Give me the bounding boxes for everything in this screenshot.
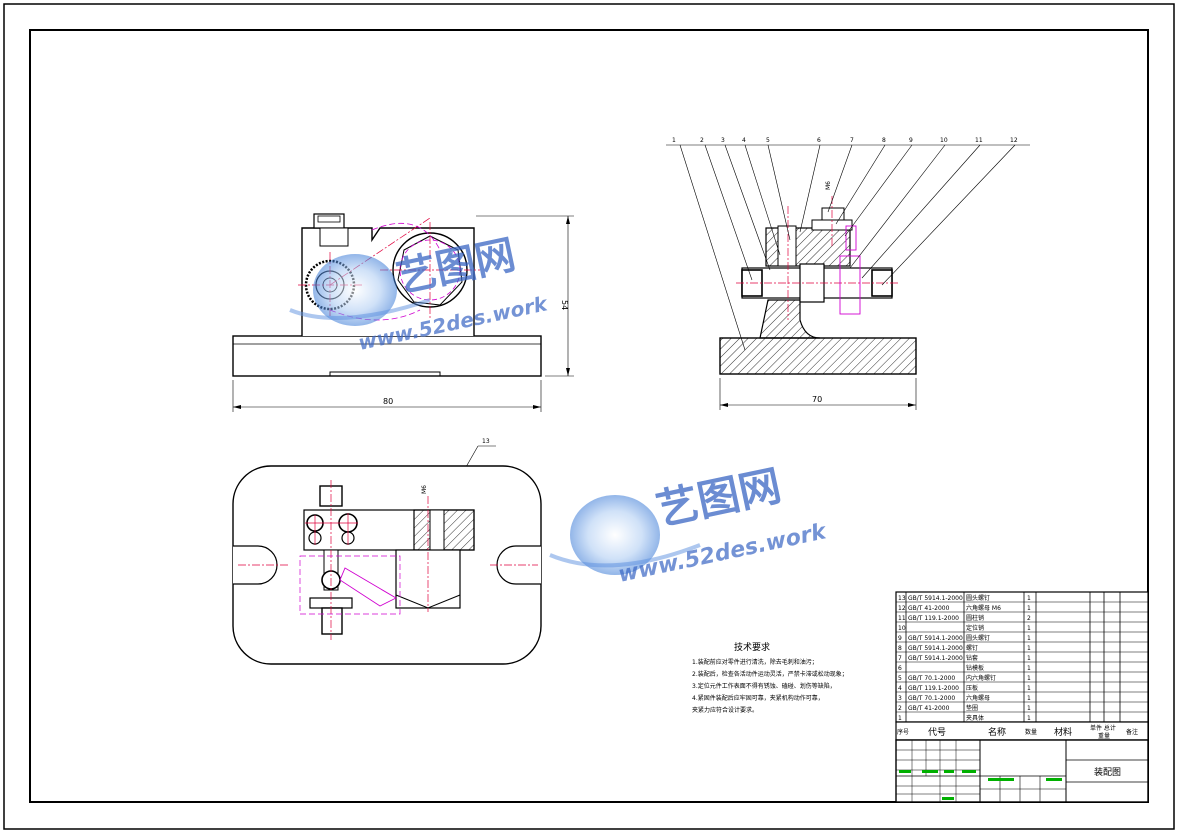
outer-border bbox=[3, 3, 1175, 830]
bom-row-qty: 1 bbox=[1027, 605, 1031, 612]
part-no-11: 11 bbox=[975, 137, 983, 144]
bom-row-no: 3 bbox=[898, 695, 902, 702]
bom-row-name: 内六角螺钉 bbox=[966, 674, 996, 682]
bom-header-code: 代号 bbox=[928, 727, 946, 738]
dim-front-width: 80 bbox=[383, 397, 393, 406]
bom-row-qty: 1 bbox=[1027, 695, 1031, 702]
bom-row-code: GB/T 119.1-2000 bbox=[908, 615, 959, 622]
bom-header-no: 序号 bbox=[897, 728, 909, 736]
bom-row-name: 钻模板 bbox=[966, 664, 984, 672]
bom-row-name: 螺钉 bbox=[966, 644, 978, 652]
bom-row-qty: 1 bbox=[1027, 685, 1031, 692]
bom-row-no: 11 bbox=[898, 615, 906, 622]
part-no-6: 6 bbox=[817, 137, 821, 144]
bom-row-name: 定位销 bbox=[966, 624, 984, 632]
bom-row-qty: 1 bbox=[1027, 655, 1031, 662]
bom-row-code: GB/T 41-2000 bbox=[908, 605, 950, 612]
tech-line-5: 夹紧力应符合设计要求。 bbox=[692, 706, 758, 714]
bom-row-code: GB/T 5914.1-2000 bbox=[908, 655, 963, 662]
bom-rows bbox=[896, 601, 1148, 713]
bom-row-code: GB/T 41-2000 bbox=[908, 705, 950, 712]
tech-requirements: 技术要求 1.装配前应对零件进行清洗，除去毛刺和油污； 2.装配后，检查各活动件… bbox=[692, 641, 848, 714]
bom-row-code: GB/T 119.1-2000 bbox=[908, 685, 959, 692]
part-no-4: 4 bbox=[742, 137, 746, 144]
tech-title: 技术要求 bbox=[734, 641, 770, 653]
bom-row-qty: 1 bbox=[1027, 645, 1031, 652]
dim-side-width: 70 bbox=[812, 395, 822, 404]
part-no-7: 7 bbox=[850, 137, 854, 144]
side-view: 70 M6 bbox=[719, 181, 917, 410]
part-no-13: 13 bbox=[482, 438, 490, 445]
bom-row-no: 8 bbox=[898, 645, 902, 652]
tech-line-4: 4.紧固件装配后应牢固可靠，夹紧机构动作可靠， bbox=[692, 694, 824, 702]
bom-header-name: 名称 bbox=[988, 726, 1006, 738]
bom-header-weight: 单件 总计 bbox=[1090, 724, 1116, 732]
part-no-5: 5 bbox=[766, 137, 770, 144]
inner-frame bbox=[29, 29, 1149, 803]
bom-row-name: 夹具体 bbox=[966, 714, 984, 722]
part-no-8: 8 bbox=[882, 137, 886, 144]
top-view: M6 bbox=[232, 465, 542, 665]
dim-front-height: 54 bbox=[560, 300, 569, 310]
bom-row-code: GB/T 70.1-2000 bbox=[908, 675, 955, 682]
bom-row-qty: 1 bbox=[1027, 635, 1031, 642]
part-no-1: 1 bbox=[672, 137, 676, 144]
bom-row-name: 垫圈 bbox=[966, 704, 978, 712]
bom-row-code: GB/T 5914.1-2000 bbox=[908, 595, 963, 602]
bom-table bbox=[895, 591, 1149, 740]
bom-row-no: 7 bbox=[898, 655, 902, 662]
bom-row-name: 圆柱销 bbox=[966, 614, 984, 622]
title-block bbox=[895, 739, 1149, 803]
bom-row-qty: 1 bbox=[1027, 665, 1031, 672]
bom-row-qty: 1 bbox=[1027, 595, 1031, 602]
part-no-9: 9 bbox=[909, 137, 913, 144]
watermark-2: 艺图网 www.52des.work bbox=[549, 461, 830, 588]
bom-header-weight2: 重量 bbox=[1098, 732, 1110, 740]
bom-row-qty: 1 bbox=[1027, 625, 1031, 632]
bom-header-material: 材料 bbox=[1054, 726, 1072, 738]
bom-row-no: 9 bbox=[898, 635, 902, 642]
bom-row-code: GB/T 5914.1-2000 bbox=[908, 635, 963, 642]
bom-row-no: 10 bbox=[898, 625, 906, 632]
drawing-title: 装配图 bbox=[1094, 766, 1121, 778]
bom-row-no: 4 bbox=[898, 685, 902, 692]
bom-row-no: 12 bbox=[898, 605, 906, 612]
bom-header-remark: 备注 bbox=[1126, 728, 1138, 736]
bom-row-qty: 1 bbox=[1027, 715, 1031, 722]
bom-header-qty: 数量 bbox=[1025, 728, 1037, 736]
bom-row-name: 压板 bbox=[966, 684, 978, 692]
bom-row-name: 钻套 bbox=[966, 654, 978, 662]
bom-row-no: 5 bbox=[898, 675, 902, 682]
bom-row-name: 圆头螺钉 bbox=[966, 594, 990, 602]
part-no-12: 12 bbox=[1010, 137, 1018, 144]
dim-top-thread: M6 bbox=[421, 485, 428, 494]
bom-row-qty: 1 bbox=[1027, 675, 1031, 682]
bom-row-no: 6 bbox=[898, 665, 902, 672]
bom-row-qty: 2 bbox=[1027, 615, 1031, 622]
bom-row-qty: 1 bbox=[1027, 705, 1031, 712]
bom-row-no: 1 bbox=[898, 715, 902, 722]
part-no-2: 2 bbox=[700, 137, 704, 144]
bom-row-no: 2 bbox=[898, 705, 902, 712]
bom-row-name: 六角螺母 bbox=[966, 694, 990, 702]
bom-row-name: 圆头螺钉 bbox=[966, 634, 990, 642]
tech-line-2: 2.装配后，检查各活动件运动灵活，严禁卡滞或松动现象； bbox=[692, 670, 848, 678]
bom-row-name: 六角螺母 M6 bbox=[966, 604, 1001, 612]
dim-thread: M6 bbox=[825, 181, 832, 190]
part-no-10: 10 bbox=[940, 137, 948, 144]
tech-line-3: 3.定位元件工作表面不得有锈蚀、磕碰、划伤等缺陷， bbox=[692, 682, 836, 690]
bom-row-code: GB/T 70.1-2000 bbox=[908, 695, 955, 702]
part-no-3: 3 bbox=[721, 137, 725, 144]
watermark-brand-2: 艺图网 bbox=[652, 461, 785, 535]
bom-row-no: 13 bbox=[898, 595, 906, 602]
tech-line-1: 1.装配前应对零件进行清洗，除去毛刺和油污； bbox=[692, 658, 818, 666]
bom-row-code: GB/T 5914.1-2000 bbox=[908, 645, 963, 652]
